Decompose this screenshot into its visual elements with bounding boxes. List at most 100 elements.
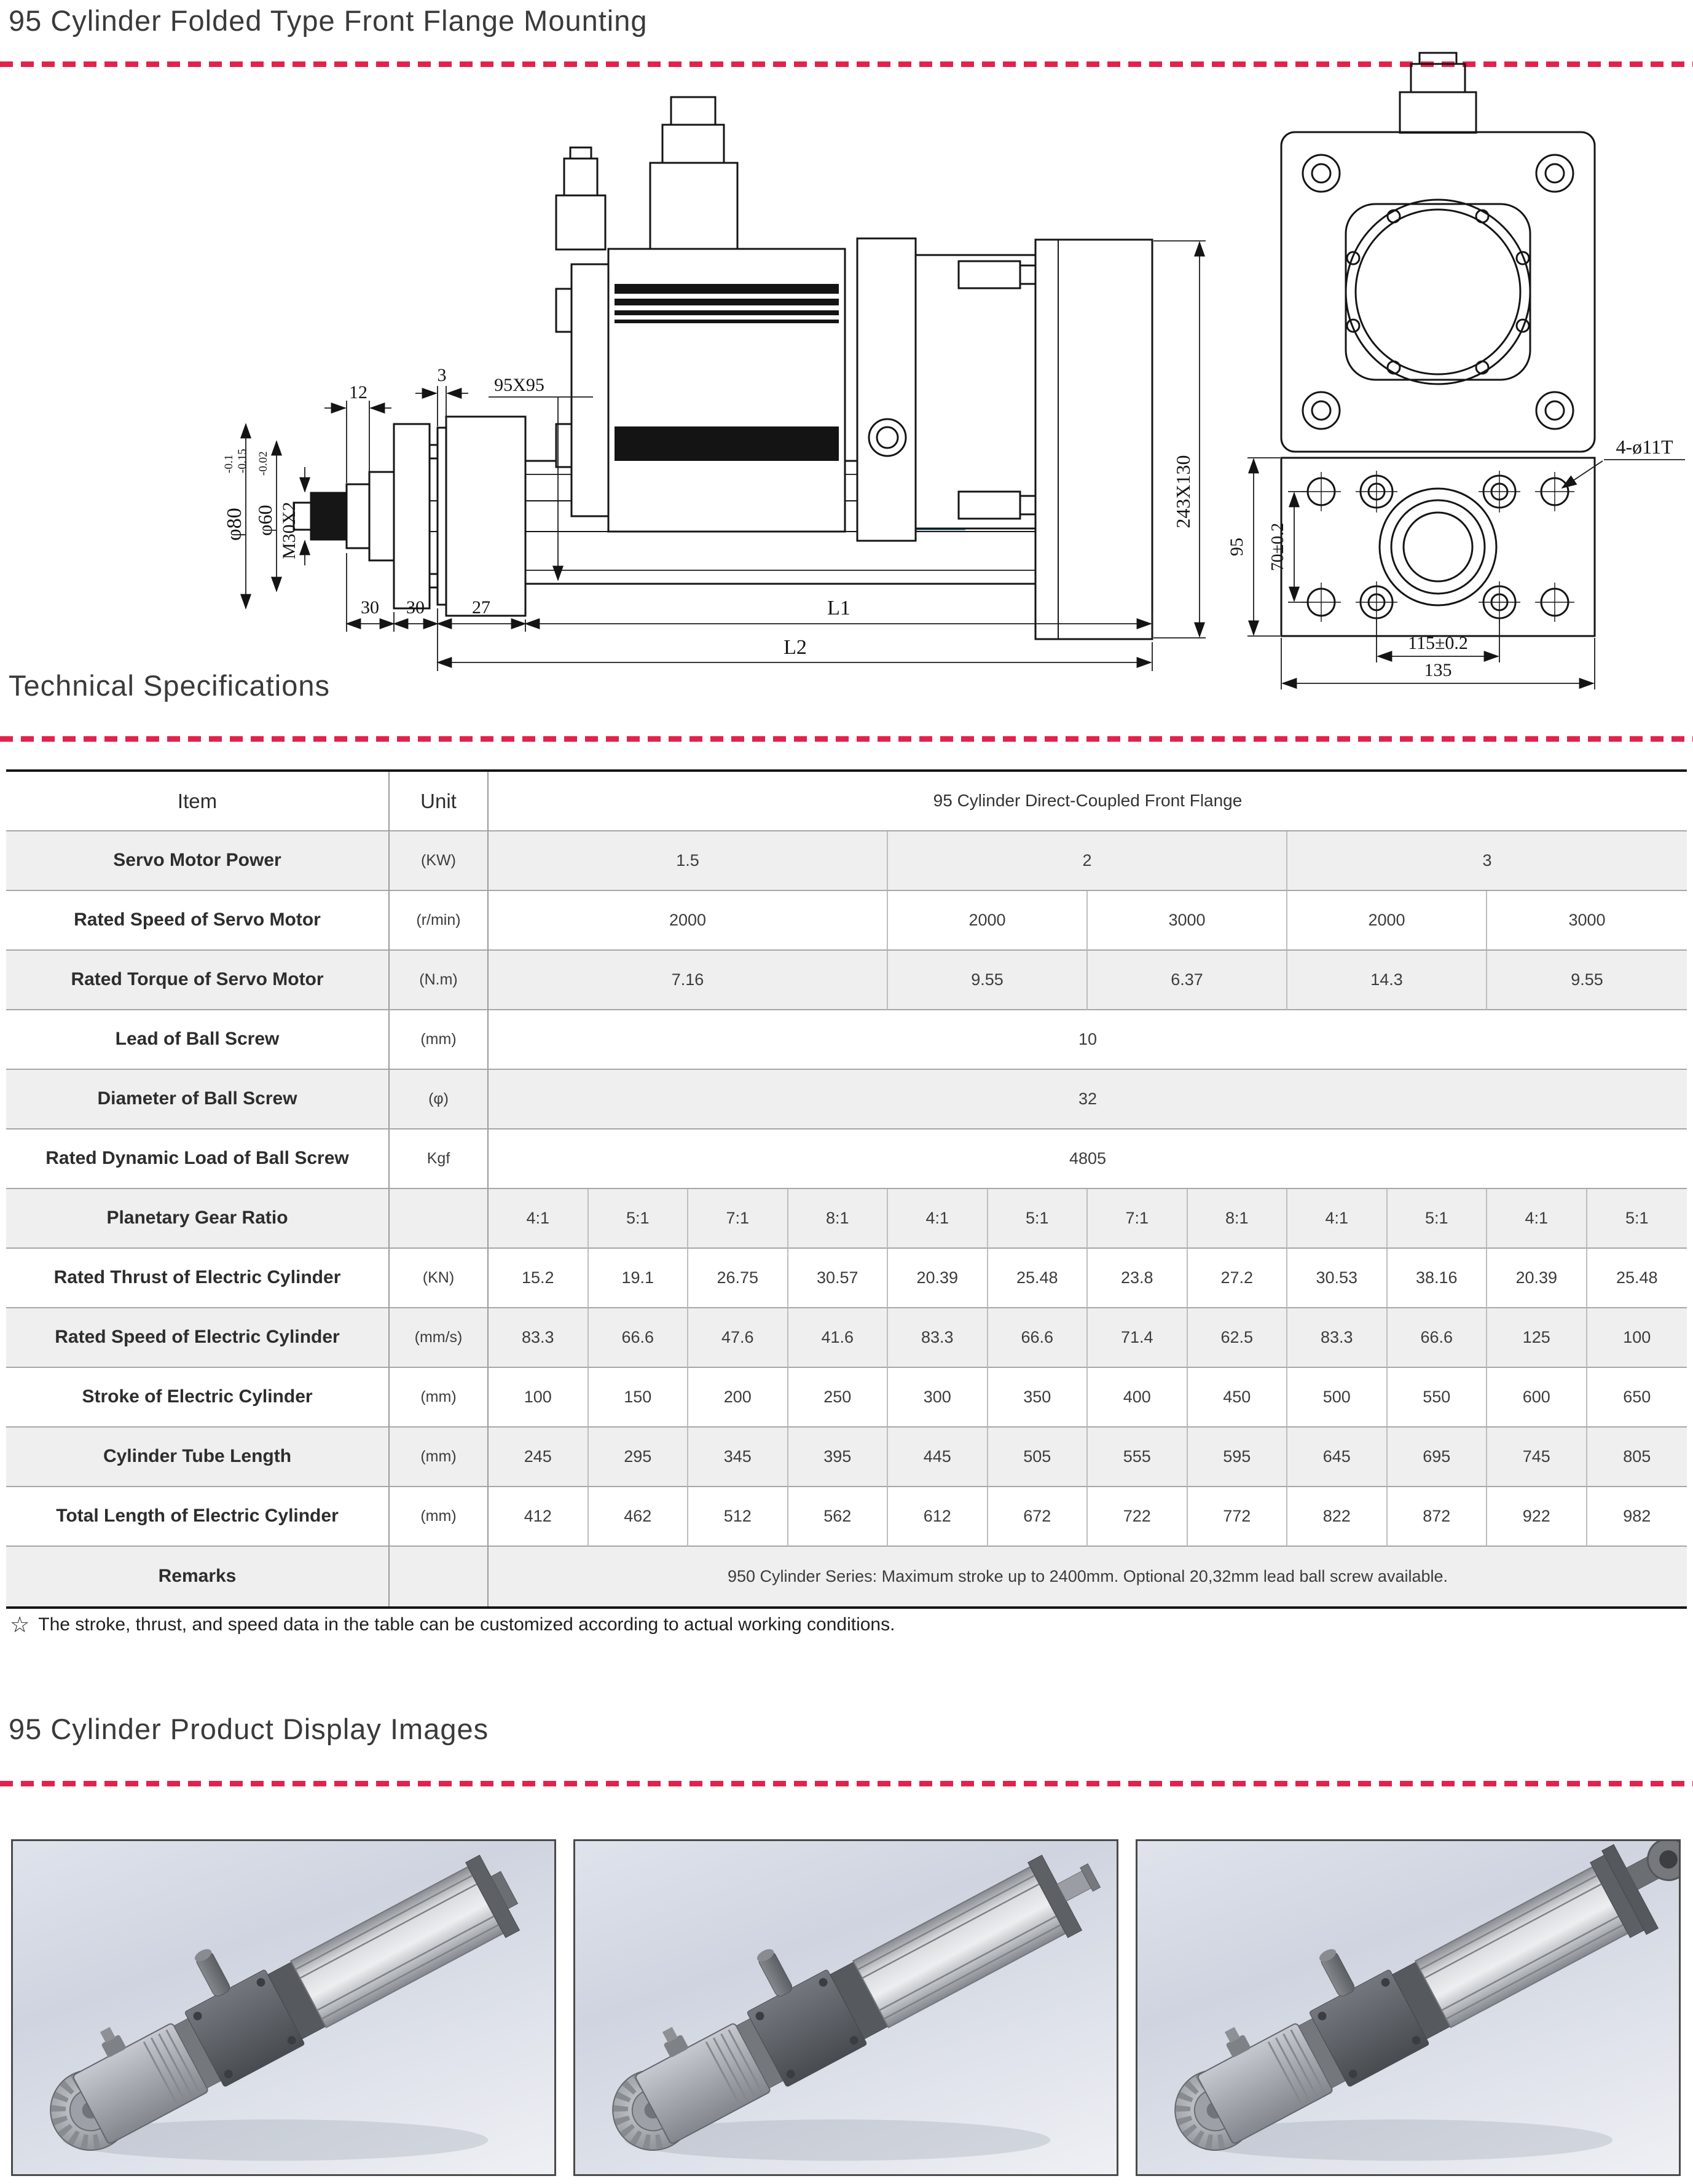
spec-cell: 6.37 — [1088, 951, 1287, 1010]
spec-cell: 4:1 — [1287, 1189, 1388, 1249]
spec-row-label: Cylinder Tube Length — [6, 1428, 390, 1487]
spec-cell: 125 — [1487, 1308, 1587, 1368]
star-icon: ☆ — [10, 1612, 30, 1637]
dim-label-95: 95 — [1227, 538, 1247, 556]
spec-cell: 822 — [1287, 1487, 1388, 1547]
spec-cell: 3000 — [1088, 891, 1287, 951]
spec-cell: 950 Cylinder Series: Maximum stroke up t… — [489, 1547, 1687, 1606]
spec-cell: 650 — [1587, 1368, 1687, 1428]
dim-label-holes: 4-ø11T — [1616, 436, 1673, 458]
dim-label-12: 12 — [349, 382, 367, 403]
dim-label-30b: 30 — [406, 597, 425, 618]
spec-cell: 2000 — [489, 891, 888, 951]
spec-cell: 19.1 — [588, 1249, 688, 1308]
gallery-title: 95 Cylinder Product Display Images — [9, 1713, 489, 1745]
spec-row-label: Diameter of Ball Screw — [6, 1070, 390, 1129]
spec-row-unit: (N.m) — [390, 951, 489, 1010]
spec-cell: 5:1 — [588, 1189, 688, 1249]
technical-drawing: 12 3 95X95 φ80 -0.1 -0.15 φ60 -0.02 M30X… — [222, 52, 1685, 689]
col-header-group: 95 Cylinder Direct-Coupled Front Flange — [489, 772, 1687, 831]
spec-row-label: Rated Speed of Servo Motor — [6, 891, 390, 951]
spec-row-label: Lead of Ball Screw — [6, 1010, 390, 1070]
spec-cell: 4:1 — [489, 1189, 589, 1249]
spec-cell: 38.16 — [1387, 1249, 1487, 1308]
spec-cell: 500 — [1287, 1368, 1388, 1428]
col-header-item: Item — [6, 772, 390, 831]
col-header-unit: Unit — [390, 772, 489, 831]
dim-label-thread: M30X2 — [279, 502, 299, 559]
specs-title: Technical Specifications — [9, 669, 330, 702]
spec-cell: 345 — [688, 1428, 788, 1487]
spec-cell: 745 — [1487, 1428, 1587, 1487]
spec-cell: 555 — [1088, 1428, 1188, 1487]
dim-label-dia60: φ60 — [254, 505, 276, 536]
spec-row-unit — [390, 1189, 489, 1249]
spec-cell: 25.48 — [988, 1249, 1088, 1308]
spec-cell: 3000 — [1487, 891, 1687, 951]
spec-cell: 4:1 — [1487, 1189, 1587, 1249]
spec-row-label: Servo Motor Power — [6, 831, 390, 891]
spec-cell: 872 — [1387, 1487, 1487, 1547]
dim-label-L2: L2 — [784, 636, 807, 659]
spec-row-unit: (φ) — [390, 1070, 489, 1129]
dim-label-30a: 30 — [361, 597, 379, 618]
spec-cell: 4:1 — [888, 1189, 988, 1249]
spec-row-label: Planetary Gear Ratio — [6, 1189, 390, 1249]
spec-cell: 66.6 — [1387, 1308, 1487, 1368]
spec-cell: 41.6 — [788, 1308, 888, 1368]
spec-cell: 66.6 — [588, 1308, 688, 1368]
spec-row-unit: (mm) — [390, 1428, 489, 1487]
spec-cell: 71.4 — [1088, 1308, 1188, 1368]
footnote-text: The stroke, thrust, and speed data in th… — [38, 1614, 895, 1635]
dim-label-243x130: 243X130 — [1172, 455, 1194, 528]
dim-label-135: 135 — [1424, 660, 1452, 680]
spec-cell: 2 — [888, 831, 1287, 891]
spec-row-label: Remarks — [6, 1547, 390, 1606]
spec-cell: 395 — [788, 1428, 888, 1487]
spec-cell: 7.16 — [489, 951, 888, 1010]
dim-label-dia80: φ80 — [223, 508, 246, 541]
dim-label-dia80-tol-upper: -0.1 — [222, 455, 235, 473]
product-render-illustration — [575, 1841, 1101, 2174]
spec-cell: 9.55 — [1487, 951, 1687, 1010]
spec-cell: 695 — [1387, 1428, 1487, 1487]
spec-cell: 600 — [1487, 1368, 1587, 1428]
spec-cell: 722 — [1088, 1487, 1188, 1547]
spec-cell: 15.2 — [489, 1249, 589, 1308]
spec-row-unit: (KN) — [390, 1249, 489, 1308]
spec-cell: 982 — [1587, 1487, 1687, 1547]
spec-cell: 8:1 — [788, 1189, 888, 1249]
spec-row-unit: (r/min) — [390, 891, 489, 951]
spec-row-label: Rated Thrust of Electric Cylinder — [6, 1249, 390, 1308]
spec-row-label: Rated Torque of Servo Motor — [6, 951, 390, 1010]
spec-cell: 9.55 — [888, 951, 1088, 1010]
spec-cell: 4805 — [489, 1129, 1687, 1189]
section-divider — [0, 736, 1693, 742]
spec-cell: 245 — [489, 1428, 589, 1487]
spec-cell: 83.3 — [1287, 1308, 1388, 1368]
spec-cell: 1.5 — [489, 831, 888, 891]
spec-cell: 922 — [1487, 1487, 1587, 1547]
spec-cell: 412 — [489, 1487, 589, 1547]
spec-cell: 83.3 — [489, 1308, 589, 1368]
spec-cell: 595 — [1187, 1428, 1287, 1487]
dim-label-dia80-tol-lower: -0.15 — [236, 449, 249, 473]
spec-row-unit: (mm) — [390, 1487, 489, 1547]
spec-cell: 5:1 — [1587, 1189, 1687, 1249]
dim-label-27: 27 — [472, 597, 490, 618]
spec-cell: 512 — [688, 1487, 788, 1547]
spec-cell: 3 — [1287, 831, 1687, 891]
spec-cell: 30.57 — [788, 1249, 888, 1308]
dim-label-3: 3 — [438, 365, 447, 385]
spec-cell: 83.3 — [888, 1308, 988, 1368]
spec-cell: 150 — [588, 1368, 688, 1428]
spec-row-unit: (mm/s) — [390, 1308, 489, 1368]
spec-cell: 14.3 — [1287, 951, 1487, 1010]
spec-cell: 295 — [588, 1428, 688, 1487]
spec-row-label: Total Length of Electric Cylinder — [6, 1487, 390, 1547]
spec-cell: 645 — [1287, 1428, 1388, 1487]
spec-cell: 10 — [489, 1010, 1687, 1070]
product-gallery — [11, 1839, 1682, 2176]
